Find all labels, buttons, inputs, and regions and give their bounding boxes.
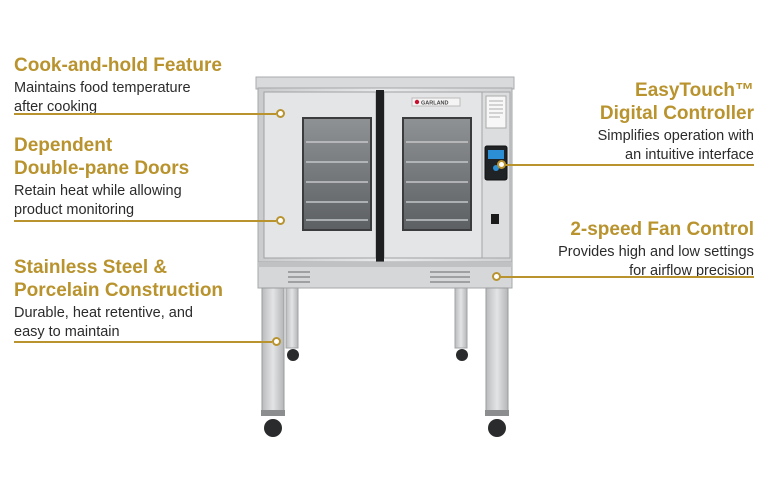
callout-line-cook-and-hold: [14, 113, 276, 115]
feature-title: Stainless Steel & Porcelain Construction: [14, 257, 224, 301]
callout-line-doors: [14, 220, 276, 222]
oven-top: [255, 76, 515, 90]
callout-line-fan-control: [500, 276, 754, 278]
feature-fan-control: 2-speed Fan Control Provides high and lo…: [558, 218, 754, 281]
callout-dot-doors: [276, 216, 285, 225]
feature-description: Retain heat while allowing product monit…: [14, 183, 182, 218]
leg-back-left: [285, 287, 299, 349]
caster-back-left: [287, 349, 299, 361]
feature-doors: Dependent Double-pane Doors Retain heat …: [14, 134, 189, 220]
feature-title: Cook-and-hold Feature: [14, 55, 222, 76]
info-label: [485, 95, 507, 129]
leg-front-left: [261, 287, 285, 413]
feature-description: Maintains food temperature after cooking: [14, 80, 191, 115]
power-switch: [491, 214, 499, 224]
brand-logo: GARLAND: [421, 101, 449, 107]
feature-title: Dependent Double-pane Doors: [14, 135, 190, 179]
feature-description: Simplifies operation with an intuitive i…: [597, 128, 754, 163]
callout-dot-fan-control: [492, 272, 501, 281]
feature-title: EasyTouch™ Digital Controller: [599, 80, 754, 124]
callout-line-construction: [14, 341, 272, 343]
leg-back-right: [454, 287, 468, 349]
feature-description: Provides high and low settings for airfl…: [558, 244, 754, 279]
callout-line-easytouch: [505, 164, 754, 166]
feature-construction: Stainless Steel & Porcelain Construction…: [14, 256, 223, 342]
caster-front-left: [264, 419, 282, 437]
door-seam: [376, 90, 384, 262]
feature-description: Durable, heat retentive, and easy to mai…: [14, 305, 193, 340]
callout-dot-cook-and-hold: [276, 109, 285, 118]
callout-dot-easytouch: [497, 160, 506, 169]
feature-easytouch: EasyTouch™ Digital Controller Simplifies…: [598, 79, 754, 165]
caster-back-right: [456, 349, 468, 361]
caster-front-right: [488, 419, 506, 437]
feature-title: 2-speed Fan Control: [570, 219, 754, 240]
leg-front-right: [485, 287, 509, 413]
feature-cook-and-hold: Cook-and-hold Feature Maintains food tem…: [14, 54, 222, 117]
left-window: [302, 117, 372, 231]
callout-dot-construction: [272, 337, 281, 346]
right-window: [402, 117, 472, 231]
brand-plate: [411, 97, 461, 107]
